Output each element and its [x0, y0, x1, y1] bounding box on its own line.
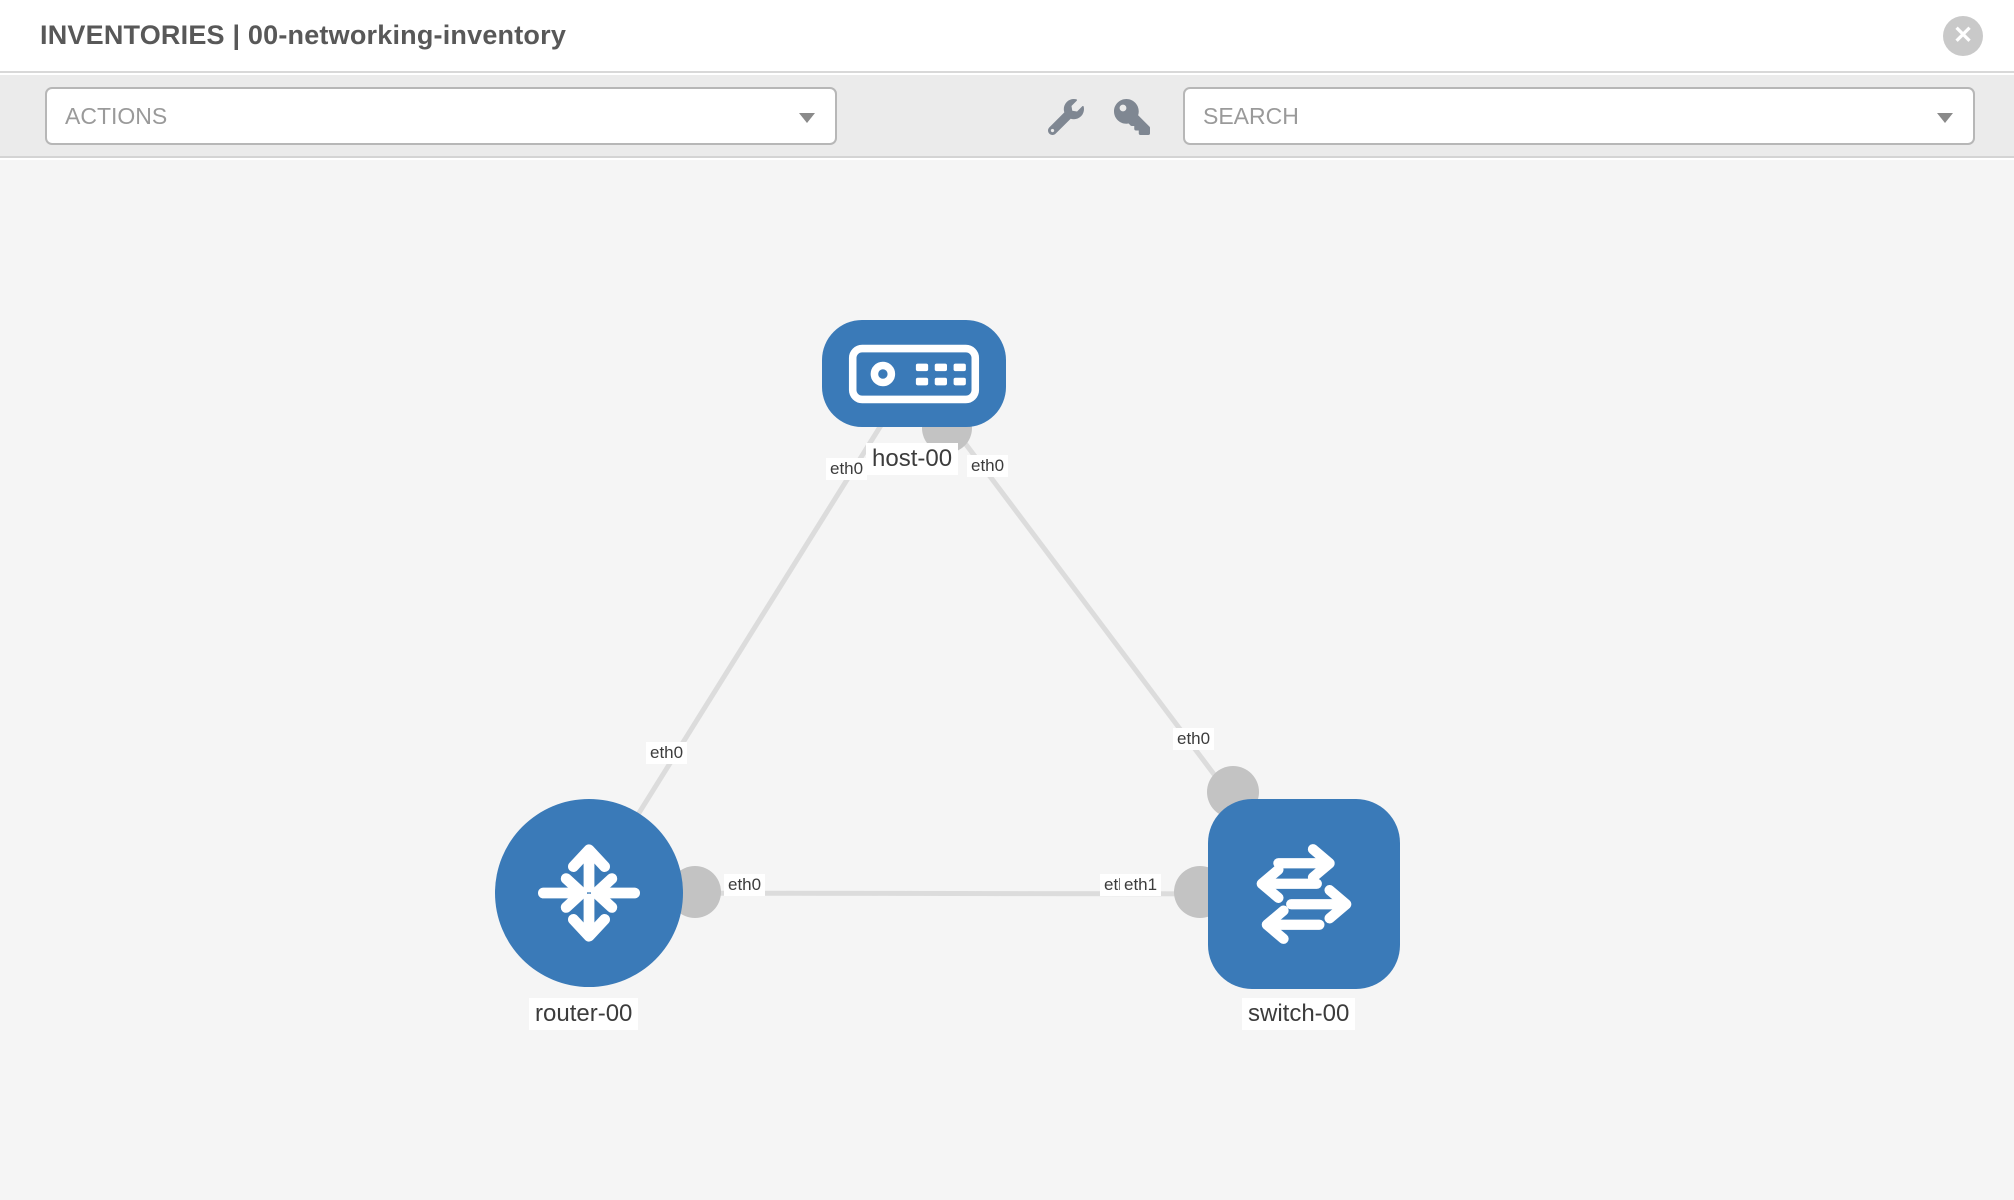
page-title: INVENTORIES | 00-networking-inventory — [40, 20, 567, 50]
router-icon — [538, 844, 640, 942]
actions-dropdown[interactable]: ACTIONS — [45, 87, 837, 145]
search-dropdown[interactable]: SEARCH — [1183, 87, 1975, 145]
interface-label-host-to-router: eth0 — [826, 458, 868, 480]
interface-label-switch-to-host: eth0 — [1173, 728, 1215, 750]
links-layer — [586, 372, 1306, 918]
chevron-down-icon — [1937, 113, 1953, 123]
node-label-router: router-00 — [529, 998, 639, 1030]
interface-label-router-to-switch: eth0 — [724, 874, 766, 896]
key-icon[interactable] — [1114, 99, 1150, 135]
interface-label-switch-front: eth1 — [1120, 874, 1162, 896]
actions-dropdown-label: ACTIONS — [65, 103, 168, 129]
node-label-switch: switch-00 — [1242, 998, 1356, 1030]
interface-label-host-to-switch: eth0 — [967, 455, 1009, 477]
interface-label-overlap-group: eth0 eth1 — [1100, 874, 1170, 900]
interface-label-switch-back: eth0 — [1100, 874, 1120, 896]
close-button[interactable]: ✕ — [1943, 16, 1983, 56]
host-icon — [848, 344, 980, 403]
node-label-host: host-00 — [866, 443, 959, 475]
node-router-00[interactable] — [495, 799, 683, 987]
search-placeholder: SEARCH — [1203, 103, 1299, 129]
toolbar: ACTIONS SEARCH — [0, 75, 2014, 158]
node-host-00[interactable] — [822, 320, 1006, 427]
chevron-down-icon — [799, 113, 815, 123]
interface-label-router-to-host: eth0 — [646, 742, 688, 764]
header-bar: INVENTORIES | 00-networking-inventory ✕ — [0, 0, 2014, 73]
node-switch-00[interactable] — [1208, 799, 1400, 989]
switch-icon — [1256, 844, 1352, 944]
wrench-icon[interactable] — [1048, 99, 1084, 135]
topology-canvas[interactable]: host-00 router-00 switch-00 eth0 eth0 et… — [0, 160, 2014, 1200]
close-icon: ✕ — [1952, 22, 1974, 49]
